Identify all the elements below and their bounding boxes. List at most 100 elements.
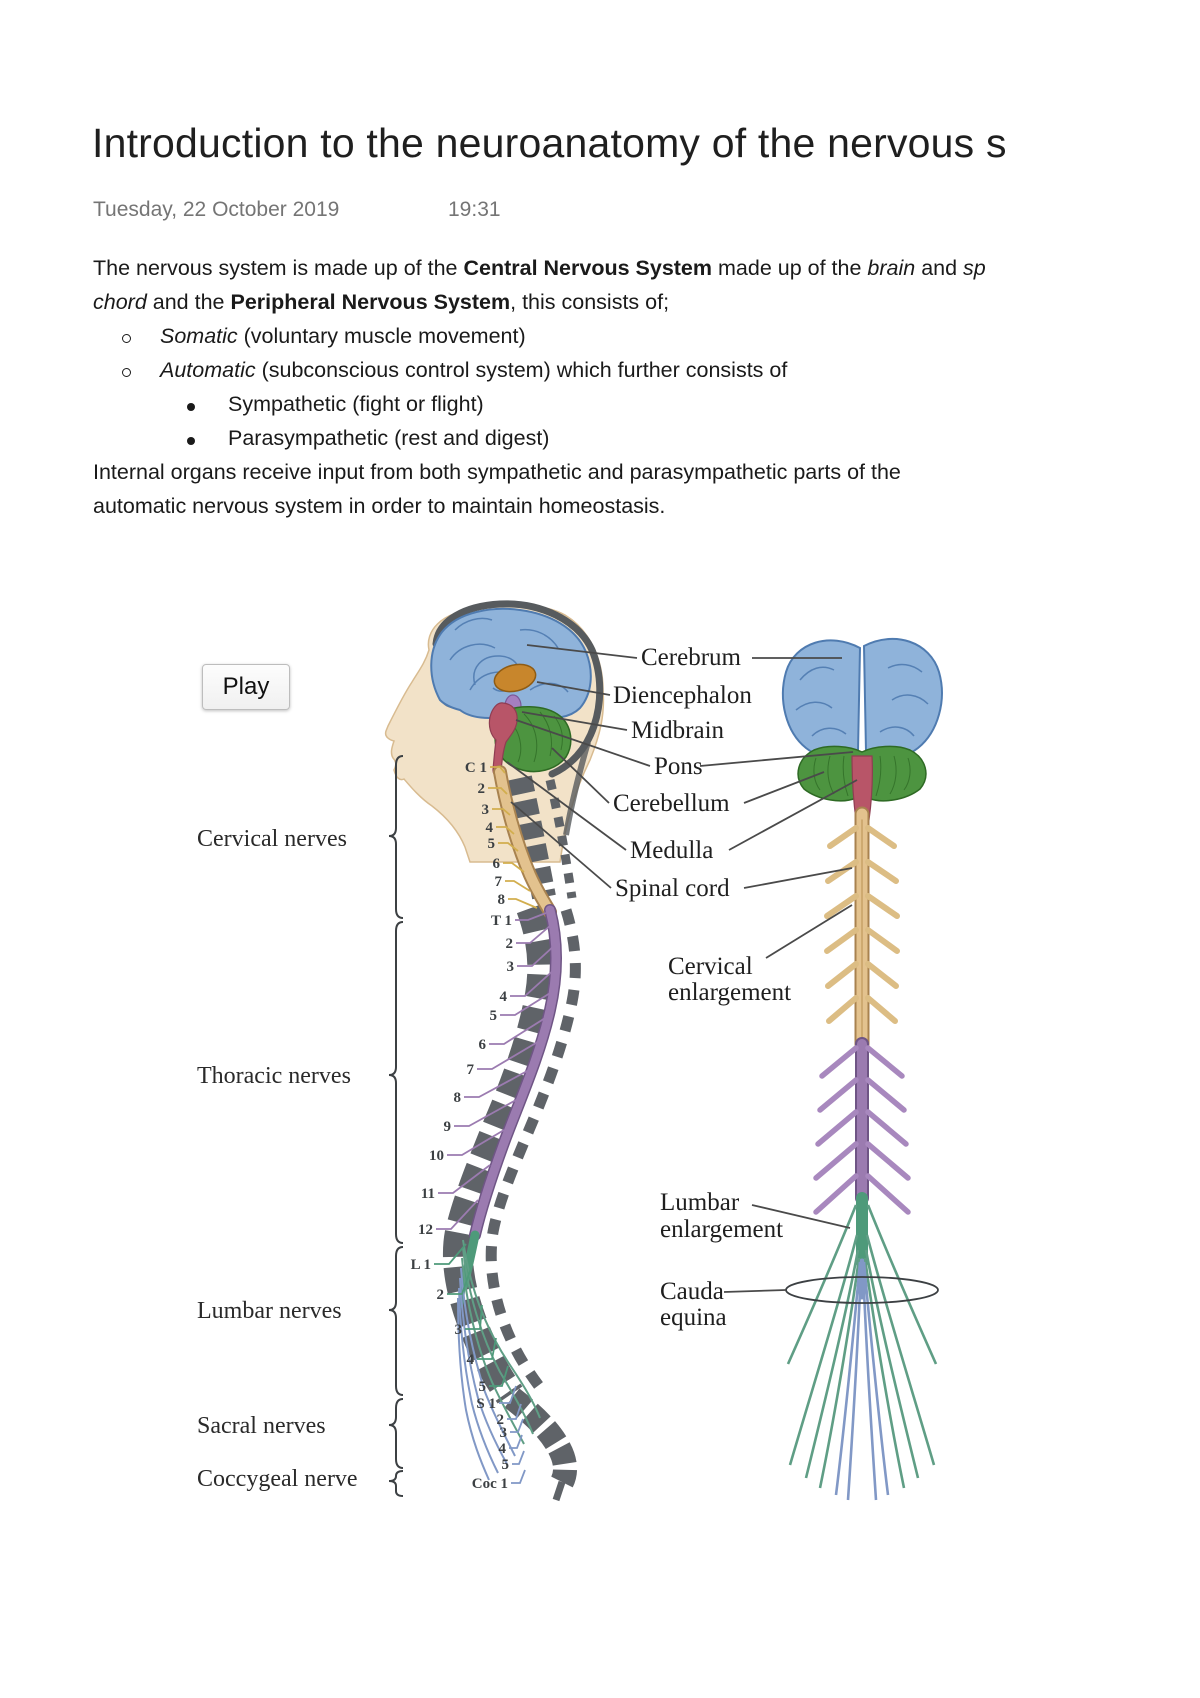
spinal-cord-label: Spinal cord: [615, 875, 730, 902]
bullet-circle-marker: [122, 334, 131, 343]
sacral-nerves-label: Sacral nerves: [197, 1413, 326, 1439]
intro-line1-italic1: brain: [867, 256, 916, 280]
level-coc1: Coc 1: [472, 1476, 508, 1492]
spinal-level-numbers: C 1 2 3 4 5 6 7 8 T 1 2 3 4 5 6 7 8 9 10…: [411, 760, 514, 1492]
level-c6: 6: [493, 856, 501, 872]
cauda-equina-label: Cauda: [660, 1278, 724, 1305]
lumbar-enlargement-label: Lumbar: [660, 1189, 740, 1216]
level-t7: 7: [467, 1062, 475, 1078]
level-t10: 10: [429, 1148, 444, 1164]
level-c5: 5: [488, 836, 496, 852]
intro-line1-and: and: [915, 256, 964, 280]
thoracic-roots: [813, 1045, 911, 1215]
intro-line2-bold: Peripheral Nervous System: [230, 290, 511, 314]
neck-spine-shadow: [563, 741, 591, 836]
intro-line1-italic2: sp: [963, 256, 986, 280]
lumbar-nerves-label: Lumbar nerves: [197, 1298, 342, 1324]
spinal-cord-lateral: [459, 765, 562, 1308]
intro-line1-pre: The nervous system is made up of the: [93, 256, 464, 280]
level-s1: S 1: [476, 1396, 496, 1412]
cervical-roots: [824, 825, 900, 1024]
thoracic-cord: [470, 905, 561, 1240]
posterior-cns-figure: [782, 637, 943, 1501]
page-date: Tuesday, 22 October 2019: [93, 198, 340, 221]
level-l1: L 1: [411, 1257, 431, 1273]
cerebrum-label: Cerebrum: [641, 644, 742, 671]
level-t11: 11: [421, 1186, 435, 1202]
cerebellum-label: Cerebellum: [613, 790, 730, 817]
closing-line-2: automatic nervous system in order to mai…: [93, 494, 666, 518]
level-c8: 8: [498, 892, 506, 908]
somatic-term: Somatic: [160, 324, 238, 348]
posterior-brain-folds: [795, 663, 929, 737]
level-t1: T 1: [491, 913, 512, 929]
lumbar-enlargement-label2: enlargement: [660, 1216, 783, 1243]
level-s2: 2: [497, 1412, 505, 1428]
bullet-sympathetic: Sympathetic (fight or flight): [228, 392, 484, 416]
level-l2: 2: [437, 1287, 445, 1303]
level-t9: 9: [444, 1119, 452, 1135]
closing-line-1: Internal organs receive input from both …: [93, 460, 901, 484]
level-l4: 4: [467, 1352, 475, 1368]
intro-line2-post: , this consists of;: [510, 290, 670, 314]
bullet-dot-marker: [187, 437, 195, 445]
intro-line-2: chord and the Peripheral Nervous System,…: [93, 287, 669, 317]
lateral-head-figure: C 1 2 3 4 5 6 7 8 T 1 2 3 4 5 6 7 8 9 10…: [197, 600, 605, 1502]
thoracolumbar-bodies: [442, 902, 558, 1404]
bullet-dot-marker: [187, 403, 195, 411]
intro-line1-mid: made up of the: [712, 256, 868, 280]
level-l5: 5: [479, 1379, 487, 1395]
cerebrum-posterior-right: [862, 637, 943, 760]
nerve-group-labels: Cervical nerves Thoracic nerves Lumbar n…: [197, 755, 404, 1497]
play-button-label: Play: [222, 673, 270, 700]
level-t3: 3: [507, 959, 515, 975]
midbrain-label: Midbrain: [631, 717, 725, 744]
level-t4: 4: [500, 989, 508, 1005]
level-c7: 7: [495, 874, 503, 890]
nerve-root-lines: [434, 766, 557, 1484]
intro-line2-pre: and the: [146, 290, 231, 314]
cauda-equina-label2: equina: [660, 1304, 727, 1331]
level-c3: 3: [482, 802, 490, 818]
thoracic-nerves-label: Thoracic nerves: [197, 1063, 351, 1089]
cervical-processes: [545, 778, 577, 899]
level-c2: 2: [478, 781, 486, 797]
bullet-parasympathetic: Parasympathetic (rest and digest): [228, 426, 550, 450]
coccygeal-nerve-label: Coccygeal nerve: [197, 1466, 358, 1492]
somatic-rest: (voluntary muscle movement): [237, 324, 526, 348]
bullet-circle-marker: [122, 368, 131, 377]
bullet-somatic: Somatic (voluntary muscle movement): [160, 321, 526, 351]
bullet-automatic: Automatic (subconscious control system) …: [160, 355, 787, 385]
level-l3: 3: [455, 1322, 463, 1338]
medulla-label: Medulla: [630, 837, 713, 864]
level-t6: 6: [479, 1037, 487, 1053]
thoracolumbar-processes: [485, 908, 581, 1394]
diencephalon-shape: [493, 663, 537, 693]
diencephalon-label: Diencephalon: [613, 682, 752, 709]
cervical-enlargement-label: Cervical: [668, 953, 753, 980]
cervical-enlargement-label2: enlargement: [668, 979, 791, 1006]
level-t12: 12: [418, 1222, 433, 1238]
brain-folds: [449, 617, 569, 693]
level-t2: 2: [506, 936, 514, 952]
cerebrum-lateral: [430, 607, 592, 722]
page-title: Introduction to the neuroanatomy of the …: [92, 120, 1007, 166]
structure-labels: Cerebrum Diencephalon Midbrain Pons Cere…: [506, 644, 858, 1331]
cauda-equina-lateral: [457, 1239, 541, 1481]
coccyx: [552, 1480, 566, 1502]
page-time: 19:31: [448, 198, 501, 221]
intro-line2-italic: chord: [93, 290, 147, 314]
level-s5: 5: [502, 1457, 510, 1473]
pons-label: Pons: [654, 753, 703, 780]
level-c4: 4: [486, 820, 494, 836]
intro-line-1: The nervous system is made up of the Cen…: [93, 253, 986, 283]
play-button[interactable]: Play: [202, 664, 290, 710]
level-c1: C 1: [465, 760, 487, 776]
automatic-rest: (subconscious control system) which furt…: [255, 358, 788, 382]
automatic-term: Automatic: [160, 358, 256, 382]
level-t8: 8: [454, 1090, 462, 1106]
level-s4: 4: [499, 1441, 507, 1457]
cerebellum-hatching: [507, 711, 563, 763]
cauda-equina-posterior: [786, 1204, 938, 1501]
